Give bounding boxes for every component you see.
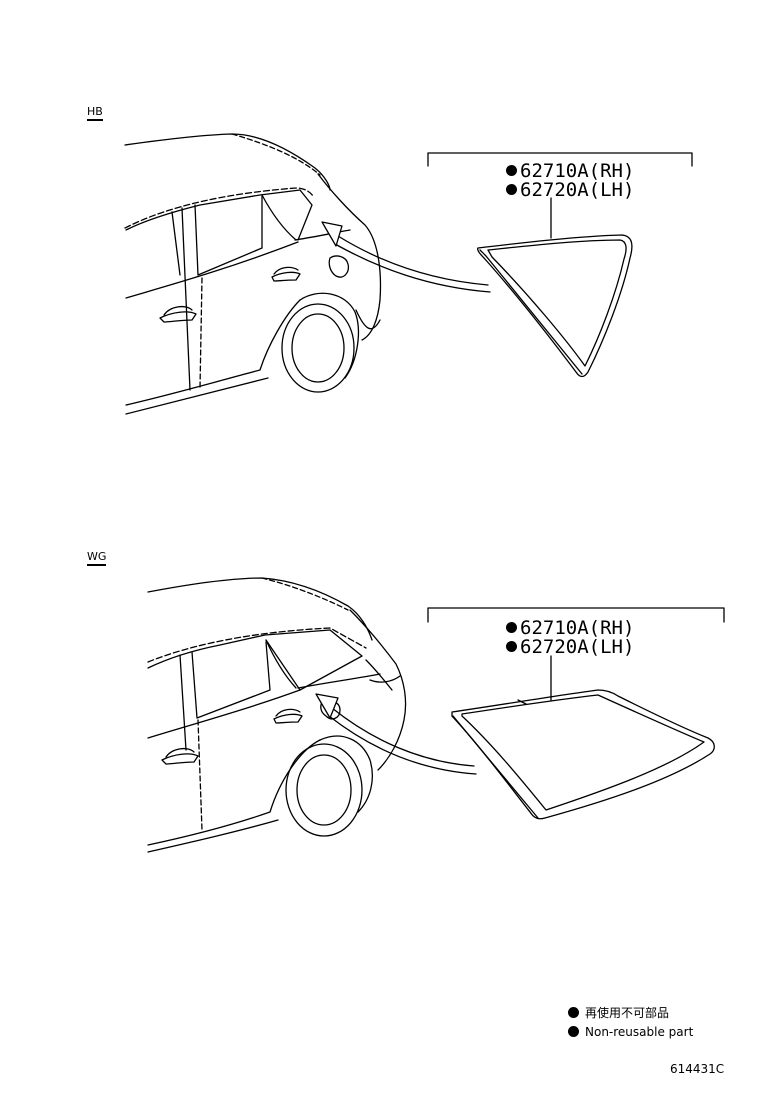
part-number-text: 62710A(RH) — [520, 160, 635, 182]
part-number-text: 62720A(LH) — [520, 179, 635, 201]
filled-circle-icon — [506, 184, 517, 195]
section-tag-hb: HB — [87, 106, 103, 121]
wg-quarter-glass — [451, 689, 715, 820]
hb-part-number-lh: 62720A(LH) — [506, 180, 634, 200]
filled-circle-icon — [506, 641, 517, 652]
hb-car-illustration — [124, 133, 382, 415]
section-tag-wg: WG — [87, 551, 107, 566]
filled-circle-icon — [506, 165, 517, 176]
filled-circle-icon — [568, 1007, 579, 1018]
wg-callout-bracket — [427, 607, 725, 623]
part-number-text: 62720A(LH) — [520, 636, 635, 658]
part-number-text: 62710A(RH) — [520, 617, 635, 639]
filled-circle-icon — [506, 622, 517, 633]
legend-english-text: Non-reusable part — [585, 1025, 694, 1039]
hb-quarter-glass — [477, 234, 633, 378]
wg-part-number-lh: 62720A(LH) — [506, 637, 634, 657]
wg-car-illustration — [147, 577, 407, 853]
wg-part-number-rh: 62710A(RH) — [506, 618, 634, 638]
hb-callout-bracket — [427, 152, 693, 167]
legend: 再使用不可部品 Non-reusable part — [568, 1004, 693, 1042]
illustration-id: 614431C — [670, 1062, 725, 1076]
filled-circle-icon — [568, 1026, 579, 1037]
legend-row-japanese: 再使用不可部品 — [568, 1004, 693, 1023]
legend-japanese-text: 再使用不可部品 — [585, 1006, 670, 1020]
hb-part-number-rh: 62710A(RH) — [506, 161, 634, 181]
legend-row-english: Non-reusable part — [568, 1023, 693, 1042]
hb-location-arrow — [321, 221, 491, 293]
wg-location-arrow — [315, 693, 477, 775]
